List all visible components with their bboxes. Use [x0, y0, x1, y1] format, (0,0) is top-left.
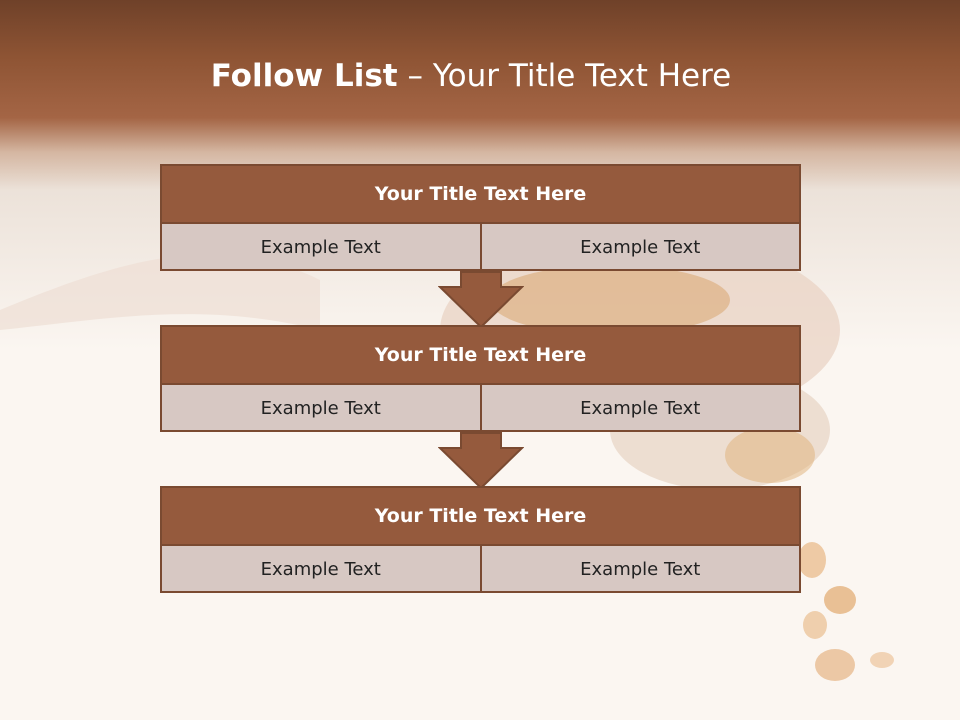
block-cell-right: Example Text: [479, 224, 800, 271]
block-cells: Example Text Example Text: [162, 224, 799, 271]
slide-title-bold: Follow List: [210, 58, 398, 94]
down-arrow-icon: [438, 432, 524, 490]
block-cell-left: Example Text: [260, 559, 381, 580]
down-arrow-icon: [438, 271, 524, 329]
block-title: Your Title Text Here: [162, 327, 799, 385]
block-cells: Example Text Example Text: [162, 385, 799, 432]
corn-kernels-image: [798, 542, 894, 681]
list-block-2: Your Title Text Here Example Text Exampl…: [160, 325, 801, 432]
slide-title: Follow List – Your Title Text Here: [0, 56, 942, 96]
block-cell-left: Example Text: [260, 398, 381, 419]
block-cell-left: Example Text: [260, 237, 381, 258]
block-title: Your Title Text Here: [162, 166, 799, 224]
header-band: [0, 0, 960, 190]
block-title: Your Title Text Here: [162, 488, 799, 546]
slide-title-rest: – Your Title Text Here: [407, 58, 732, 94]
block-cells: Example Text Example Text: [162, 546, 799, 593]
block-cell-right: Example Text: [479, 385, 800, 432]
list-block-3: Your Title Text Here Example Text Exampl…: [160, 486, 801, 593]
list-block-1: Your Title Text Here Example Text Exampl…: [160, 164, 801, 271]
block-cell-right: Example Text: [479, 546, 800, 593]
